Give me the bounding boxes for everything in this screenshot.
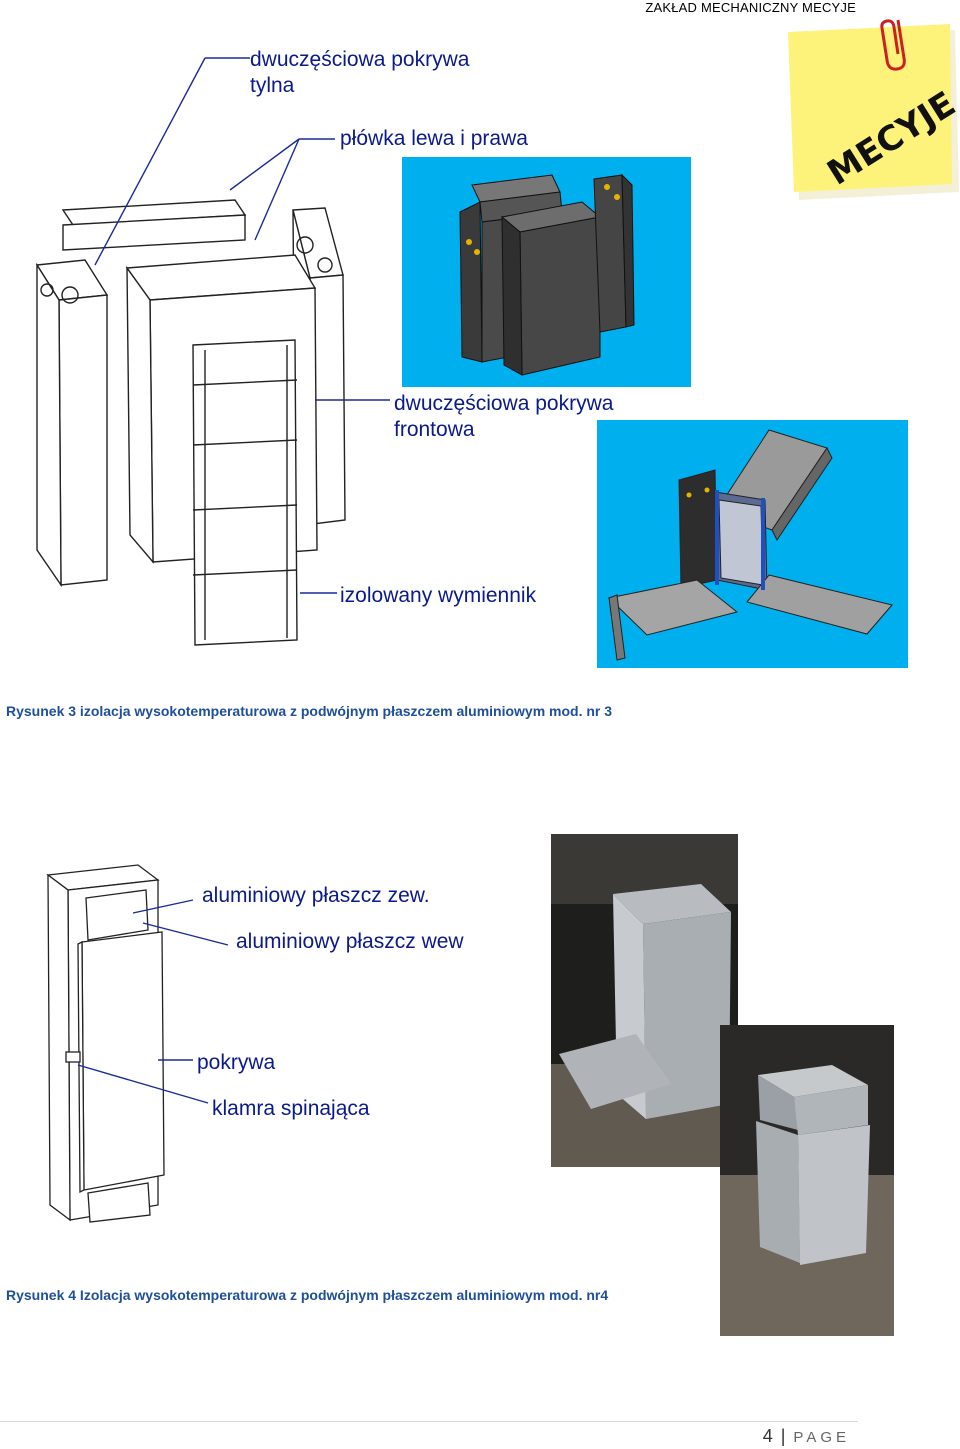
figure4-caption: Rysunek 4 Izolacja wysokotemperaturowa z… [6,1287,609,1303]
callout-clamp: klamra spinająca [212,1097,370,1120]
mecyje-logo: MECYJE [788,19,960,200]
render-assembled-insulation [402,157,691,387]
page-footer: 4 | PAGE [763,1426,850,1447]
callout-halves: płówka lewa i prawa [340,127,528,150]
page-number: 4 [762,1426,773,1446]
callout-insulated-exchanger: izolowany wymiennik [340,584,537,607]
callout-outer-jacket: aluminiowy płaszcz zew. [202,884,430,907]
callout-front-cover: dwuczęściowa pokrywa frontowa [394,392,614,441]
figure3-caption: Rysunek 3 izolacja wysokotemperaturowa z… [6,703,613,719]
photo-closed-jacket [720,1025,894,1336]
page-label: PAGE [793,1429,850,1446]
paperclip-icon [880,19,906,71]
photo-open-jacket [551,834,738,1167]
header-company-name: ZAKŁAD MECHANICZNY MECYJE [645,0,856,15]
footer-divider [0,1421,858,1422]
callout-cover: pokrywa [197,1051,276,1074]
footer-separator: | [780,1426,786,1446]
figure4-line-drawing [46,864,229,1223]
render-exploded-insulation [597,420,908,668]
callout-rear-cover: dwuczęściowa pokrywa tylna [250,48,470,97]
callout-inner-jacket: aluminiowy płaszcz wew [236,930,464,953]
figure3-line-drawing [35,57,390,646]
